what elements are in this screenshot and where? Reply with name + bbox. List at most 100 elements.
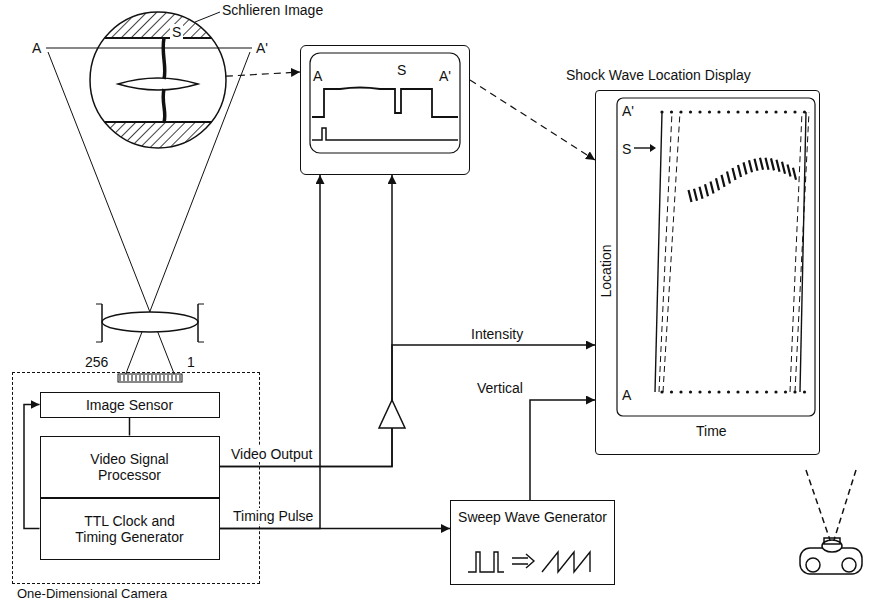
oscilloscope-screen [310, 53, 460, 153]
signal-wire [129, 418, 131, 436]
sensor-strip [144, 375, 145, 381]
projection-arrow [226, 72, 300, 76]
node-label: Video Signal Processor [41, 451, 219, 483]
oscilloscope-screen [312, 128, 458, 140]
node-label: Sweep Wave Generator [451, 509, 614, 525]
display-screen [749, 160, 752, 172]
signal-name: Vertical [476, 380, 524, 396]
signal-wire [220, 175, 393, 467]
display-screen [698, 390, 701, 393]
display-screen [717, 390, 720, 393]
node-label: TTL Clock and Timing Generator [41, 513, 219, 545]
circle-outline [30, 4, 270, 154]
display-screen [617, 98, 815, 416]
sweep-waveform [468, 552, 504, 572]
schlieren-image: Schlieren ImageASA' [30, 4, 270, 154]
display-screen [765, 390, 768, 393]
camera-icon [800, 470, 862, 574]
lens [198, 342, 204, 343]
oscilloscope-screen [310, 53, 460, 153]
sensor-strip [118, 374, 182, 382]
display-screen [793, 110, 796, 113]
shock-wave [163, 38, 165, 79]
display-screen [727, 171, 730, 183]
location-display: Shock Wave Location DisplayA'SALocationT… [595, 90, 820, 455]
shock-wave [163, 89, 165, 122]
marker-label: A [622, 387, 631, 403]
display-screen [698, 110, 701, 113]
display-screen [650, 144, 656, 152]
wall-edge [88, 37, 228, 39]
display-screen [736, 110, 739, 113]
sensor-strip [152, 375, 153, 381]
display-screen [803, 390, 806, 393]
signal-wire [220, 528, 451, 530]
display-screen [717, 110, 720, 113]
display-screen [760, 158, 763, 170]
display-screen [782, 162, 785, 174]
sensor-strip [160, 375, 161, 381]
display-screen [716, 178, 719, 190]
sensor-strip [140, 375, 141, 381]
sensor-strip [132, 375, 133, 381]
display-screen [744, 162, 747, 174]
signal-wire [220, 345, 596, 467]
pixel-number: 256 [84, 354, 109, 370]
display-screen [774, 110, 777, 113]
amplifier-symbol [379, 400, 405, 428]
node-label: One-Dimensional Camera [17, 586, 167, 602]
display-screen [784, 110, 787, 113]
airfoil [118, 78, 198, 90]
marker-label: Location [598, 241, 614, 301]
display-screen [727, 110, 730, 113]
sensor-strip [168, 375, 169, 381]
display-screen [736, 390, 739, 393]
marker-label: A' [439, 68, 451, 84]
circle-outline [90, 12, 226, 148]
sensor-strip [136, 375, 137, 381]
signal-wire [24, 405, 40, 529]
display-screen [755, 110, 758, 113]
lens [197, 304, 199, 342]
marker-label: S [397, 62, 406, 78]
sensor-strip [124, 375, 125, 381]
display-screen [689, 190, 692, 202]
signal-name: Video Output [230, 446, 313, 462]
camera-housing: One-Dimensional CameraImage SensorVideo … [12, 372, 260, 584]
display-screen [689, 110, 692, 113]
marker-label: S [622, 141, 631, 157]
display-screen [795, 112, 809, 392]
node-label: Schlieren Image [222, 2, 323, 18]
display-screen [777, 160, 780, 172]
display-screen [774, 390, 777, 393]
node-label: Image Sensor [41, 397, 219, 413]
display-screen [708, 390, 711, 393]
marker-label: Time [696, 423, 727, 439]
sensor-strip [120, 375, 180, 381]
node-label: Shock Wave Location Display [566, 67, 751, 83]
sensor-strip [148, 375, 149, 381]
sensor-strip [156, 375, 157, 381]
display-screen [746, 390, 749, 393]
display-screen [746, 110, 749, 113]
signal-wire [220, 175, 321, 529]
camera-icon [822, 540, 842, 552]
display-screen [700, 187, 703, 199]
camera-icon [806, 558, 820, 572]
display-screen [660, 110, 806, 393]
display-screen [670, 390, 673, 393]
signal-name: Intensity [470, 326, 524, 342]
scan-line [46, 47, 252, 48]
sweep-waveform [512, 558, 528, 564]
sensor-strip [128, 375, 129, 381]
leader-line [195, 12, 220, 22]
display-screen [790, 112, 802, 392]
display-screen [711, 181, 714, 193]
marker-label: A' [256, 40, 268, 56]
sensor-strip [180, 375, 181, 381]
display-screen [793, 168, 796, 180]
signal-name: Timing Pulse [232, 508, 314, 524]
camera-icon [806, 470, 830, 540]
display-screen [708, 110, 711, 113]
display-screen [765, 110, 768, 113]
